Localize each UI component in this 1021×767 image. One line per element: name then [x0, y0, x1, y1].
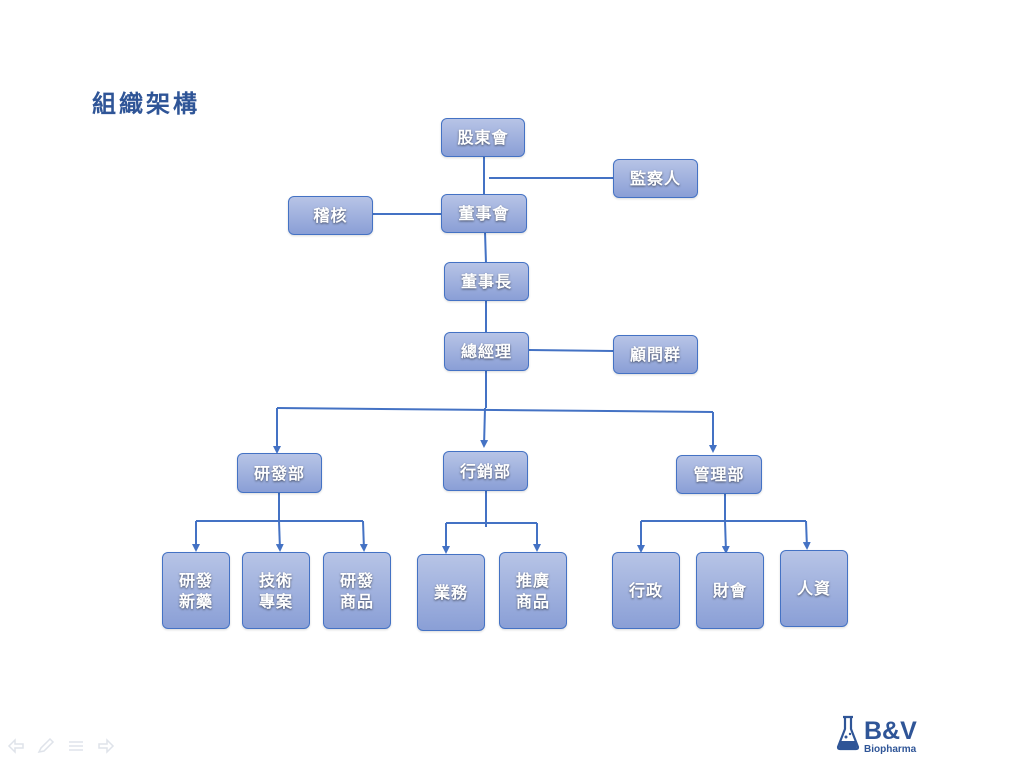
- company-logo: B&V Biopharma: [836, 715, 917, 755]
- node-general-manager: 總經理: [444, 332, 529, 371]
- page-title: 組織架構: [92, 89, 200, 118]
- node-shareholders: 股東會: [441, 118, 525, 157]
- menu-icon[interactable]: [66, 737, 86, 755]
- line-advisors: [528, 349, 614, 352]
- node-tech-project: 技術 專案: [242, 552, 310, 629]
- node-board: 董事會: [441, 194, 527, 233]
- node-admin-dept: 管理部: [676, 455, 762, 494]
- arrow-to-sales: [480, 407, 489, 448]
- line-dept-bus: [276, 407, 714, 413]
- node-advisors: 顧問群: [613, 335, 698, 374]
- node-hr: 人資: [780, 550, 848, 627]
- node-chairman: 董事長: [444, 262, 529, 301]
- node-audit: 稽核: [288, 196, 373, 235]
- node-supervisor: 監察人: [613, 159, 698, 198]
- pen-icon[interactable]: [36, 737, 56, 755]
- node-rd-dept: 研發部: [237, 453, 322, 493]
- node-rd-products: 研發 商品: [323, 552, 391, 629]
- line-board-chairman: [484, 231, 487, 264]
- arrow-to-tech-project: [275, 520, 284, 552]
- arrow-to-finance: [721, 520, 730, 554]
- node-sales-marketing-dept: 行銷部: [443, 451, 528, 491]
- prev-arrow-icon[interactable]: [6, 737, 26, 755]
- node-rd-new-drug: 研發 新藥: [162, 552, 230, 629]
- node-administration: 行政: [612, 552, 680, 629]
- node-promo-products: 推廣 商品: [499, 552, 567, 629]
- slide-nav: [6, 737, 116, 755]
- flask-icon: [836, 715, 860, 755]
- node-business: 業務: [417, 554, 485, 631]
- logo-brand: B&V: [864, 717, 917, 745]
- arrow-to-hr: [802, 520, 811, 550]
- node-finance: 財會: [696, 552, 764, 629]
- next-arrow-icon[interactable]: [96, 737, 116, 755]
- logo-subtitle: Biopharma: [864, 744, 917, 755]
- arrow-to-rd-products: [359, 520, 368, 552]
